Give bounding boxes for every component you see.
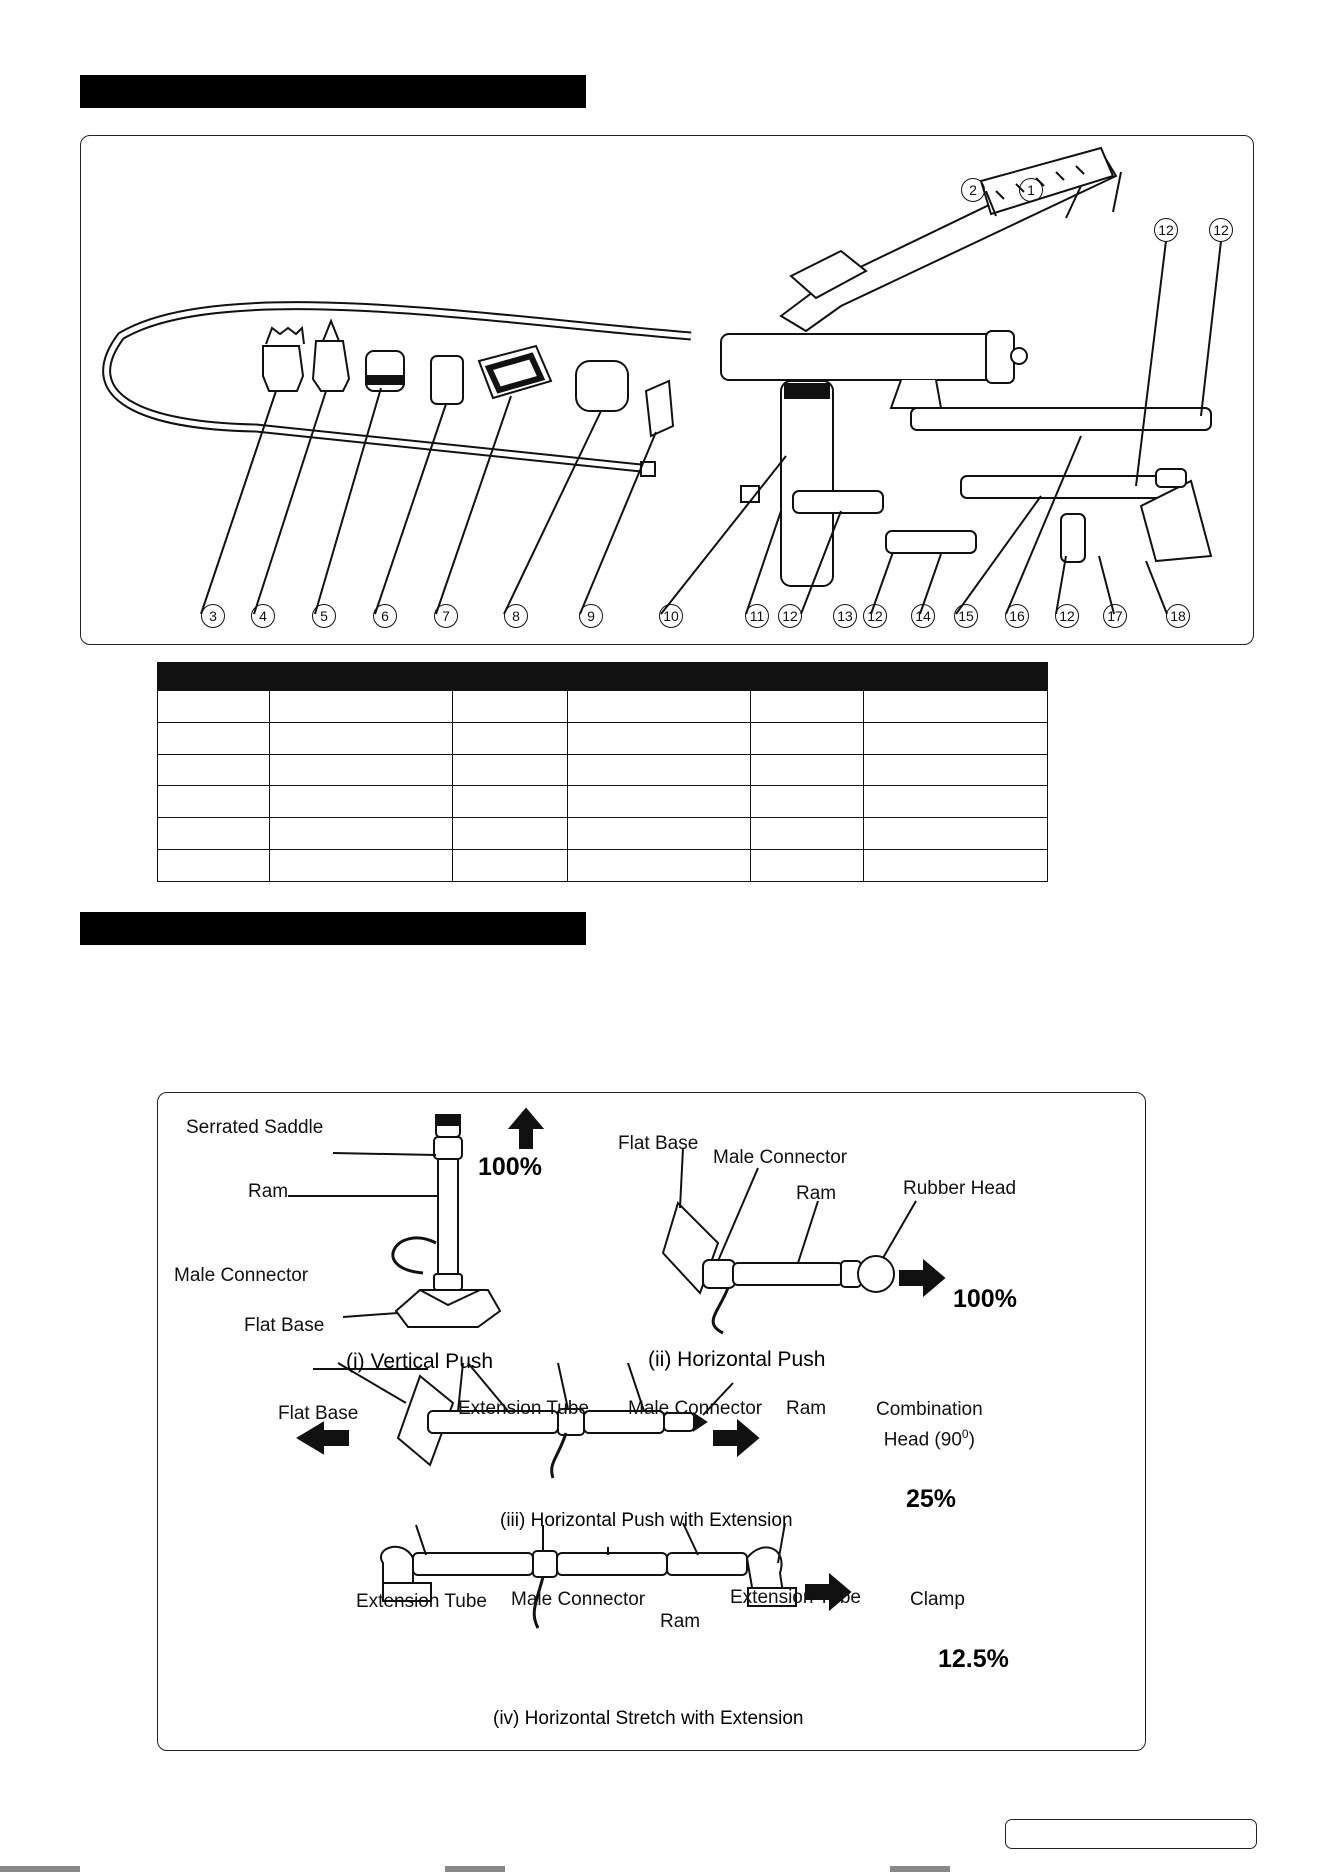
callout-11: 11 xyxy=(745,604,769,628)
caption-horizontal-push-extension: (iii) Horizontal Push with Extension xyxy=(500,1510,793,1531)
table-row xyxy=(157,690,1048,723)
callout-12a: 12 xyxy=(778,604,802,628)
label-combination-head: Combination Head (900) xyxy=(876,1398,983,1452)
table-row xyxy=(157,753,1048,787)
callout-5: 5 xyxy=(312,604,336,628)
label-serrated-saddle: Serrated Saddle xyxy=(186,1117,324,1138)
label-combination-head-line1: Combination xyxy=(876,1399,983,1420)
label-combination-head-line2: Head (90 xyxy=(883,1429,962,1451)
label-male-connector-iv: Male Connector xyxy=(511,1589,646,1610)
callout-13: 13 xyxy=(833,604,857,628)
parts-diagram-panel: 1 2 3 4 5 6 7 8 9 10 11 12 13 12 14 15 1… xyxy=(80,135,1254,645)
section-header-bar-1 xyxy=(80,75,586,108)
percent-extension: 25% xyxy=(906,1485,957,1513)
label-flat-base-extension: Flat Base xyxy=(278,1403,359,1424)
callout-1: 1 xyxy=(1019,178,1043,202)
label-combination-head-close: ) xyxy=(968,1429,975,1451)
footer-mark-3 xyxy=(890,1866,950,1872)
parts-table-header xyxy=(157,662,1048,691)
table-row xyxy=(157,721,1048,755)
callout-2: 2 xyxy=(961,178,985,202)
caption-vertical-push: (i) Vertical Push xyxy=(346,1350,494,1373)
label-extension-tube-right: Extension Tube xyxy=(730,1587,861,1608)
label-ram-vertical: Ram xyxy=(248,1181,289,1202)
label-ram-iv: Ram xyxy=(660,1611,701,1632)
label-male-connector-horizontal: Male Connector xyxy=(713,1147,848,1168)
label-male-connector-iii: Male Connector xyxy=(628,1398,763,1419)
usage-diagram-panel: Serrated Saddle Ram Male Connector Flat … xyxy=(157,1092,1146,1751)
table-row xyxy=(157,817,1048,851)
callout-14: 14 xyxy=(911,604,935,628)
table-row xyxy=(157,849,1048,882)
callout-3: 3 xyxy=(201,604,225,628)
label-extension-tube-left: Extension Tube xyxy=(356,1591,487,1612)
usage-drawing xyxy=(288,1107,946,1629)
footer-mark-2 xyxy=(445,1866,505,1872)
callout-12b: 12 xyxy=(863,604,887,628)
callout-18: 18 xyxy=(1166,604,1190,628)
percent-stretch: 12.5% xyxy=(938,1645,1009,1673)
label-clamp: Clamp xyxy=(910,1589,965,1610)
callout-4: 4 xyxy=(251,604,275,628)
section-header-bar-2 xyxy=(80,912,586,945)
label-ram-iii: Ram xyxy=(786,1398,827,1419)
label-flat-base-horizontal: Flat Base xyxy=(618,1133,699,1154)
callout-10: 10 xyxy=(659,604,683,628)
exploded-parts-drawing xyxy=(102,146,1222,615)
callout-15: 15 xyxy=(954,604,978,628)
callout-16: 16 xyxy=(1005,604,1029,628)
callout-9: 9 xyxy=(579,604,603,628)
callout-12d: 12 xyxy=(1154,218,1178,242)
caption-horizontal-stretch: (iv) Horizontal Stretch with Extension xyxy=(493,1708,804,1729)
parts-table xyxy=(157,662,1048,882)
percent-vertical: 100% xyxy=(478,1153,542,1181)
callout-7: 7 xyxy=(434,604,458,628)
callout-12c: 12 xyxy=(1055,604,1079,628)
label-combination-head-degree: 0 xyxy=(961,1427,969,1441)
callout-12e: 12 xyxy=(1209,218,1233,242)
label-ram-horizontal: Ram xyxy=(796,1183,837,1204)
label-rubber-head: Rubber Head xyxy=(903,1178,1017,1199)
label-extension-tube-iii: Extension Tube xyxy=(458,1398,589,1419)
percent-horizontal: 100% xyxy=(953,1285,1017,1313)
callout-17: 17 xyxy=(1103,604,1127,628)
callout-8: 8 xyxy=(504,604,528,628)
table-row xyxy=(157,785,1048,819)
caption-horizontal-push: (ii) Horizontal Push xyxy=(648,1348,826,1371)
label-male-connector-vertical: Male Connector xyxy=(174,1265,309,1286)
callout-6: 6 xyxy=(373,604,397,628)
page-number-box xyxy=(1005,1819,1257,1849)
footer-mark-1 xyxy=(0,1866,80,1872)
label-flat-base-vertical: Flat Base xyxy=(244,1315,325,1336)
